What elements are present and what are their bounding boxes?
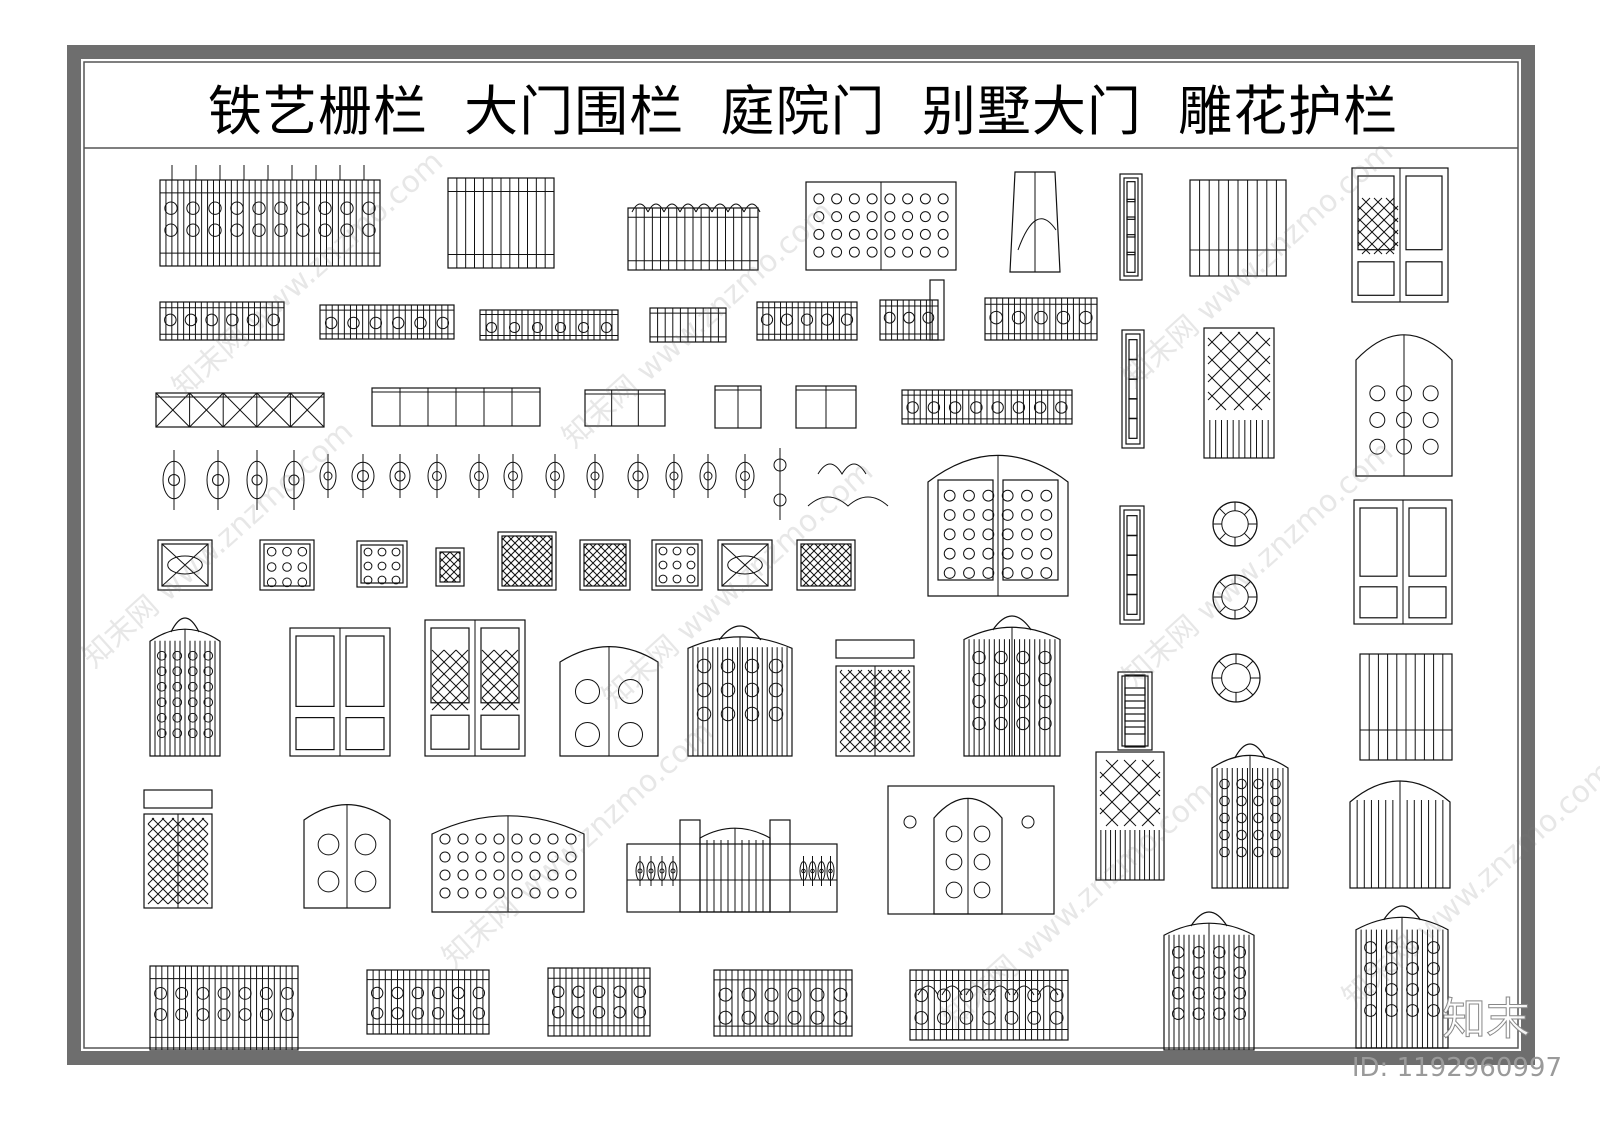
lattice-window-small xyxy=(1117,671,1153,751)
thick-border xyxy=(67,45,1535,1065)
baluster-ornament xyxy=(503,454,523,498)
pier-baluster xyxy=(799,856,808,886)
scroll-ornament xyxy=(807,463,889,507)
arched-double-door xyxy=(927,454,1069,597)
railing-rod-3 xyxy=(795,385,857,429)
square-panel-ellipse xyxy=(157,539,213,591)
railing-crossed xyxy=(155,392,325,428)
inner-frame xyxy=(83,61,1519,1049)
bottom-fence-3 xyxy=(547,967,651,1037)
round-ornament-2 xyxy=(1212,574,1258,620)
image-id-label: ID: 1192960997 xyxy=(1351,1053,1562,1083)
carved-column-panel-2 xyxy=(1121,329,1145,449)
arched-garden-gate xyxy=(963,615,1061,757)
scroll-finial xyxy=(773,448,787,520)
double-scroll-gate-2 xyxy=(431,815,585,913)
arched-entry-door xyxy=(1355,334,1453,477)
baluster-ornament xyxy=(246,450,268,510)
double-panel-door-2 xyxy=(1353,499,1453,625)
palace-gate-1 xyxy=(149,617,221,757)
lattice-double-door xyxy=(424,619,526,757)
baluster-ornament xyxy=(586,454,604,498)
square-panel-lattice-4 xyxy=(717,539,773,591)
railing-leaf xyxy=(649,307,727,343)
pier-baluster xyxy=(826,856,835,886)
lattice-door-pair xyxy=(835,639,915,757)
baluster-ornament xyxy=(389,454,411,498)
art-nouveau-door-2 xyxy=(303,804,391,909)
baluster-ornament xyxy=(545,454,565,498)
pier-baluster xyxy=(635,856,645,886)
window-grille-2 xyxy=(1203,327,1275,459)
sheet-title: 铁艺栅栏 大门围栏 庭院门 别墅大门 雕花护栏 xyxy=(207,79,1399,143)
railing-ornate-3 xyxy=(479,309,619,341)
bottom-fence-2 xyxy=(366,969,490,1035)
baluster-ornament xyxy=(427,454,447,498)
entrance-door-glass xyxy=(1095,751,1165,881)
carved-column-panel-3 xyxy=(1119,505,1145,625)
spear-fence xyxy=(627,203,761,271)
pier-baluster xyxy=(657,856,667,886)
art-nouveau-door xyxy=(559,646,659,757)
cad-drawing-area xyxy=(143,165,1453,1051)
arched-garden-gate-2 xyxy=(1355,905,1449,1049)
square-panel-lattice-2 xyxy=(579,539,631,591)
baluster-ornament xyxy=(627,454,649,498)
arched-villa-door xyxy=(887,785,1055,915)
pier-baluster xyxy=(668,856,678,886)
square-panel-swirl xyxy=(356,540,408,588)
baluster-ornament xyxy=(283,450,305,510)
baluster-ornament xyxy=(699,454,717,498)
baluster-ornament xyxy=(319,454,337,498)
railing-with-post xyxy=(879,279,945,341)
railing-glass xyxy=(371,387,541,427)
window-grille xyxy=(1009,171,1061,273)
square-panel-small xyxy=(435,547,465,587)
double-scroll-gate xyxy=(805,181,957,271)
paneled-double-door xyxy=(289,627,391,757)
square-panel-lattice-5 xyxy=(796,539,856,591)
arched-courtyard-gate xyxy=(1349,780,1451,889)
round-ornament-1 xyxy=(1212,501,1258,547)
railing-ornate-2 xyxy=(319,304,455,340)
railing-circle xyxy=(756,301,858,341)
square-panel-lattice-3 xyxy=(651,539,703,591)
railing-scroll-wave xyxy=(984,297,1098,341)
square-panel-flower xyxy=(259,539,315,591)
picket-fence xyxy=(447,177,555,269)
railing-rod xyxy=(584,389,666,427)
railing-rod-2 xyxy=(714,385,762,429)
baluster-ornament xyxy=(206,450,230,510)
double-panel-door xyxy=(1351,167,1449,303)
railing-ornate-1 xyxy=(159,301,285,341)
baluster-ornament xyxy=(162,450,186,510)
baluster-ornament xyxy=(735,454,755,498)
bottom-fence-5 xyxy=(909,969,1069,1041)
pier-baluster xyxy=(646,856,656,886)
brand-logo: 知末 xyxy=(1442,994,1531,1046)
pier-baluster xyxy=(817,856,826,886)
ornate-fence-gate xyxy=(159,165,381,267)
carved-column-panel xyxy=(1119,173,1143,281)
railing-draped xyxy=(901,389,1073,425)
lattice-door-pair-2 xyxy=(143,789,213,909)
baluster-ornament xyxy=(469,454,489,498)
palace-gate-3 xyxy=(1163,911,1255,1051)
pier-baluster xyxy=(808,856,817,886)
palace-gate-2 xyxy=(1211,743,1289,889)
baluster-ornament xyxy=(665,454,683,498)
bottom-fence-4 xyxy=(713,969,853,1037)
square-panel-lattice-1 xyxy=(497,531,557,591)
round-ornament-3 xyxy=(1211,653,1261,703)
wrought-iron-gate xyxy=(687,625,793,757)
window-guard-2 xyxy=(1359,653,1453,761)
bottom-fence-1 xyxy=(149,965,299,1051)
window-guard xyxy=(1189,179,1287,277)
baluster-ornament xyxy=(351,454,375,498)
